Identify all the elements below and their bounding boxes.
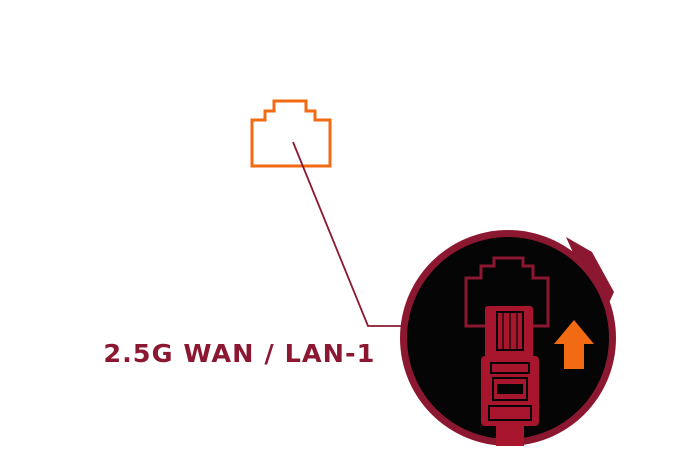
port-label: 2.5G WAN / LAN-1 [103, 339, 376, 368]
leader-line [292, 141, 404, 327]
ethernet-plug-icon [481, 306, 539, 446]
callout-circle [400, 230, 616, 446]
callout-port-icon [464, 256, 550, 328]
insert-arrow-icon [554, 320, 594, 369]
ethernet-port-icon [250, 99, 332, 168]
